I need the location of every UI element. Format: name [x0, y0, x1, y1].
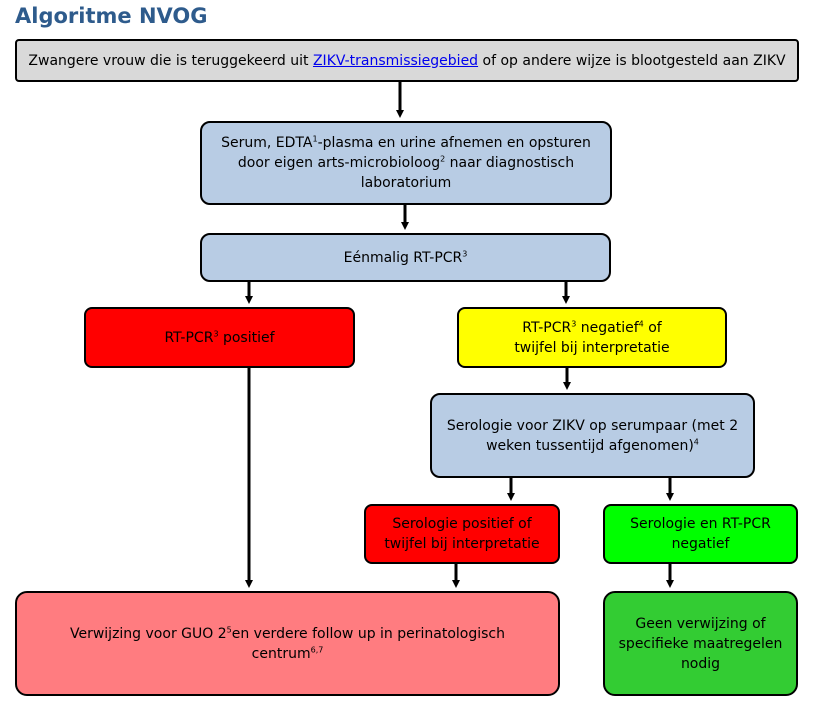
collect-text-b: -plasma en urine afnemen en opsturen doo… — [237, 135, 591, 171]
pcr-positive-text-b: positief — [218, 329, 275, 346]
footnote-ref: 2 — [440, 154, 446, 164]
pcr-positive-text-a: RT-PCR — [164, 329, 214, 346]
pcr-negative-text-c: of twijfel bij interpretatie — [514, 319, 670, 356]
serology-positive-text: Serologie positief of twijfel bij interp… — [384, 516, 540, 552]
page-title: Algoritme NVOG — [15, 4, 208, 28]
footnote-ref: 4 — [693, 436, 699, 446]
node-no-referral: Geen verwijzing of specifieke maatregele… — [603, 591, 798, 696]
serology-negative-text: Serologie en RT-PCR negatief — [630, 516, 771, 552]
node-referral: Verwijzing voor GUO 25en verdere follow … — [15, 591, 560, 696]
footnote-ref: 3 — [213, 328, 219, 338]
collect-text-c: naar diagnostisch laboratorium — [360, 155, 575, 191]
footnote-ref: 6,7 — [310, 644, 324, 654]
node-start: Zwangere vrouw die is teruggekeerd uit Z… — [15, 39, 799, 82]
pcr-text: Eénmalig RT-PCR — [343, 249, 463, 266]
zikv-transmission-area-link[interactable]: ZIKV-transmissiegebied — [312, 52, 479, 69]
node-pcr-negative: RT-PCR3 negatief4 of twijfel bij interpr… — [457, 307, 727, 368]
start-text-pre: Zwangere vrouw die is teruggekeerd uit — [28, 52, 313, 69]
node-serology-positive: Serologie positief of twijfel bij interp… — [364, 504, 560, 564]
referral-text-b: en verdere follow up in perinatologisch … — [231, 625, 505, 662]
referral-text-a: Verwijzing voor GUO 2 — [69, 625, 227, 642]
footnote-ref: 4 — [638, 318, 644, 328]
pcr-negative-text-a: RT-PCR — [522, 319, 572, 336]
pcr-negative-text-b: negatief — [576, 319, 639, 336]
start-text-post: of op andere wijze is blootgesteld aan Z… — [478, 52, 786, 69]
footnote-ref: 1 — [312, 134, 318, 144]
footnote-ref: 3 — [462, 248, 468, 258]
node-serology: Serologie voor ZIKV op serumpaar (met 2 … — [430, 393, 755, 478]
node-serology-negative: Serologie en RT-PCR negatief — [603, 504, 798, 564]
node-rt-pcr: Eénmalig RT-PCR3 — [200, 233, 611, 282]
collect-text-a: Serum, EDTA — [221, 135, 313, 151]
footnote-ref: 3 — [571, 318, 577, 328]
node-pcr-positive: RT-PCR3 positief — [84, 307, 355, 368]
serology-text: Serologie voor ZIKV op serumpaar (met 2 … — [446, 417, 739, 454]
no-referral-text: Geen verwijzing of specifieke maatregele… — [618, 615, 783, 672]
node-collect-samples: Serum, EDTA1-plasma en urine afnemen en … — [200, 121, 612, 205]
footnote-ref: 5 — [226, 624, 232, 634]
